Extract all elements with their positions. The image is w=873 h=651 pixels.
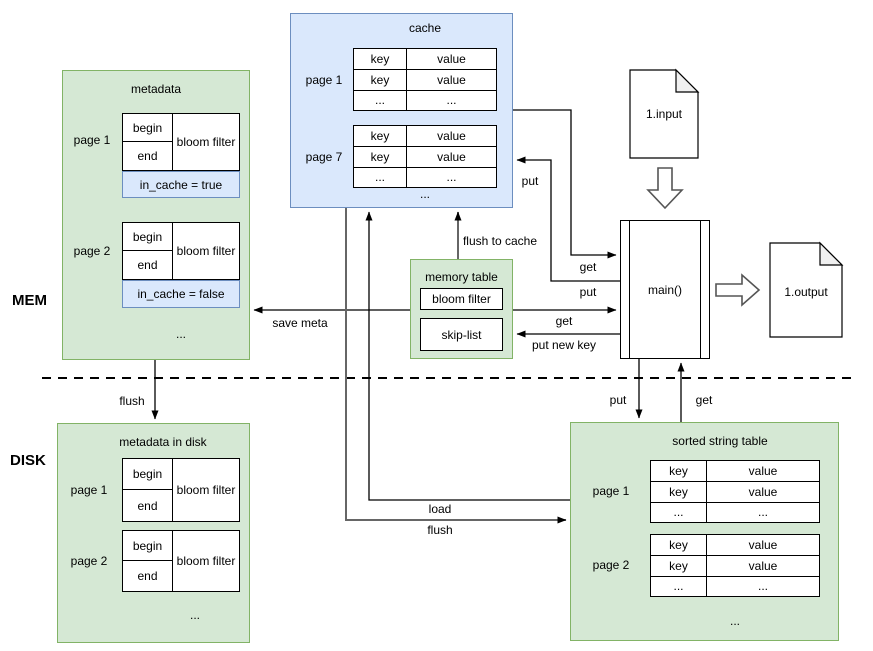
cache-page1-table: key value key value ... ... [353,48,497,111]
sst-page1-label: page 1 [592,484,630,498]
table-cell: value [706,481,819,502]
begin-cell: begin [123,531,173,561]
table-cell: key [651,481,706,501]
edge-label-get-cache: get [579,260,597,274]
memory-table-bloom-filter: bloom filter [420,288,503,310]
table-cell: value [406,126,496,147]
edge-label-load: load [428,502,452,516]
end-cell: end [123,142,173,170]
edge-label-put-sst: put [609,393,627,407]
table-cell: ... [406,89,496,110]
table-cell: key [651,555,706,575]
begin-cell: begin [123,223,173,251]
table-cell: ... [354,89,406,110]
metadata-page2-incache-status: in_cache = false [122,280,240,308]
cache-page7-label: page 7 [305,150,343,164]
edge-label-put-cache: put [521,174,539,188]
sst-block [570,422,839,641]
table-cell: key [354,146,406,166]
edge-label-flush-to-cache: flush to cache [462,234,538,248]
table-cell: value [706,555,819,576]
end-cell: end [123,561,173,591]
metadata-title: metadata [130,82,182,96]
process-bar-left [629,221,630,358]
edge-label-get-sst: get [695,393,713,407]
table-cell: ... [706,501,819,522]
bloom-filter-cell: bloom filter [176,554,236,568]
arrow-flush-cache-to-sst [345,208,567,524]
table-cell: key [370,129,390,144]
edge-label-flush-disk: flush [427,523,453,537]
main-to-output-block-arrow [715,273,761,307]
memory-table-title: memory table [425,270,498,284]
sst-title: sorted string table [672,434,768,448]
metadata-page1-label: page 1 [73,133,111,147]
table-cell: key [354,69,406,89]
metadata-page2-label: page 2 [73,244,111,258]
bloom-filter-cell: bloom filter [176,244,236,258]
main-label: main() [647,282,682,297]
edge-label-flush-meta: flush [119,394,145,408]
end-cell: end [123,251,173,279]
sst-ellipsis: ... [729,614,740,628]
cache-page7-table: key value key value ... ... [353,125,497,188]
output-document-label: 1.output [784,285,828,299]
mem-section-label: MEM [12,291,47,309]
input-to-main-block-arrow [646,167,684,210]
edge-label-put-main: put [579,285,597,299]
table-cell: value [706,535,819,556]
begin-cell: begin [123,114,173,142]
cache-page1-label: page 1 [305,73,343,87]
disk-metadata-page2-table: begin bloom filter end [122,530,240,592]
table-cell: value [706,461,819,482]
cache-ellipsis: ... [419,187,430,201]
table-cell: ... [651,501,706,522]
disk-metadata-page1-table: begin bloom filter end [122,458,240,522]
disk-metadata-title: metadata in disk [119,435,207,449]
table-cell: ... [651,575,706,596]
disk-metadata-page1-label: page 1 [70,483,108,497]
bloom-filter-cell: bloom filter [176,135,236,149]
table-cell: value [406,69,496,90]
disk-section-label: DISK [10,451,46,469]
disk-metadata-ellipsis: ... [189,608,200,622]
table-cell: ... [354,166,406,187]
begin-cell: begin [123,459,173,490]
metadata-page2-table: begin bloom filter end [122,222,240,280]
sst-page1-table: key value key value ... ... [650,460,820,523]
metadata-page1-table: begin bloom filter end [122,113,240,171]
table-cell: value [406,146,496,167]
edge-label-put-new-key: put new key [531,338,597,352]
edge-label-save-meta: save meta [272,316,328,330]
main-process-box: main() [620,220,710,359]
sst-page2-table: key value key value ... ... [650,534,820,597]
table-cell: value [406,49,496,70]
table-cell: ... [406,166,496,187]
table-cell: ... [706,575,819,596]
memory-table-skip-list: skip-list [420,318,503,351]
metadata-page1-incache-status: in_cache = true [122,171,240,198]
metadata-ellipsis: ... [175,327,186,341]
sst-page2-label: page 2 [592,558,630,572]
end-cell: end [123,490,173,521]
bloom-filter-cell: bloom filter [176,483,236,497]
edge-label-get-mem: get [555,314,573,328]
process-bar-right [700,221,701,358]
table-cell: key [370,52,390,67]
input-document-label: 1.input [645,107,683,121]
table-cell: key [669,538,688,553]
disk-metadata-page2-label: page 2 [70,554,108,568]
cache-title: cache [408,21,442,35]
table-cell: key [669,464,688,479]
